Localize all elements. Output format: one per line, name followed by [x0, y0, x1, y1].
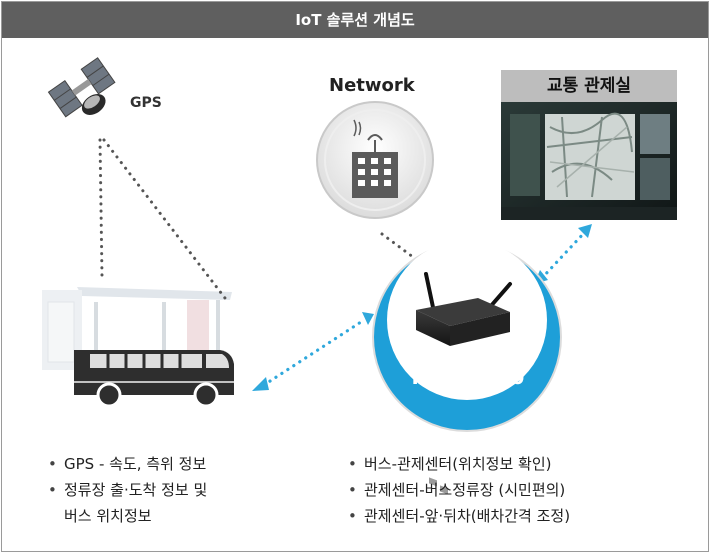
list-item: GPS - 속도, 측위 정보 — [46, 451, 207, 477]
gps-signal-lines — [98, 138, 419, 304]
control-room-screen — [501, 102, 677, 220]
page-title: IoT 솔루션 개념도 — [2, 2, 708, 38]
list-item-continuation: 버스 위치정보 — [64, 507, 152, 525]
bus-stop-shelter — [42, 287, 232, 382]
data-link-arrows — [262, 230, 587, 387]
arrow-heads — [252, 224, 592, 391]
network-label: Network — [329, 75, 415, 96]
device-model-label: IML-C2200 — [411, 367, 525, 389]
list-item: 버스-관제센터(위치정보 확인) — [346, 451, 570, 477]
list-item: 관제센터-버스정류장 (시민편의) — [346, 477, 570, 503]
satellite-icon — [47, 57, 116, 118]
network-tower-icon — [316, 101, 434, 219]
control-center-title: 교통 관제실 — [501, 70, 677, 102]
left-bullet-list: GPS - 속도, 측위 정보 정류장 출·도착 정보 및 버스 위치정보 — [46, 451, 207, 529]
list-item: 정류장 출·도착 정보 및 — [46, 477, 207, 503]
right-bullet-list: 버스-관제센터(위치정보 확인) 관제센터-버스정류장 (시민편의) 관제센터-… — [346, 451, 570, 529]
gps-label: GPS — [130, 95, 162, 111]
concept-diagram — [42, 57, 677, 495]
bus-icon — [74, 350, 234, 408]
list-item: 관제센터-앞·뒤차(배차간격 조정) — [346, 503, 570, 529]
